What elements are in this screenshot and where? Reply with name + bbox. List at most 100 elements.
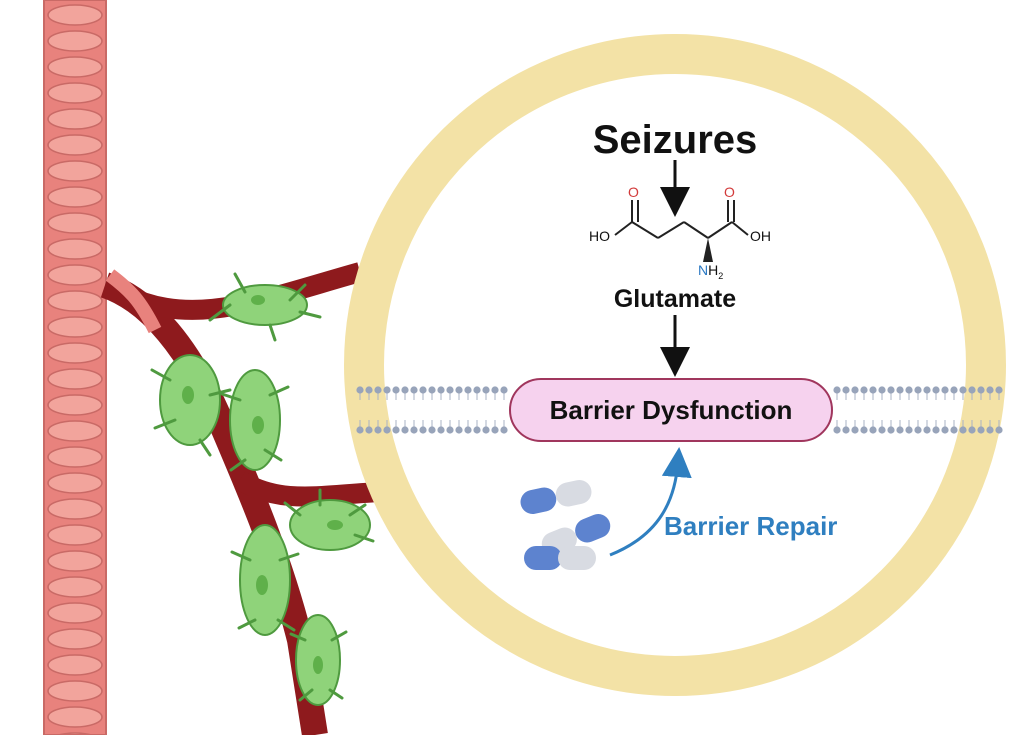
lipid-head — [491, 426, 499, 434]
vessel-cell — [47, 238, 103, 260]
barrier-dysfunction-box: Barrier Dysfunction — [509, 378, 833, 442]
lipid-head — [950, 386, 958, 394]
vessel-cell — [47, 368, 103, 390]
lipid-head — [968, 386, 976, 394]
lipid-head — [905, 426, 913, 434]
lipid-head — [500, 426, 508, 434]
lipid-head — [941, 426, 949, 434]
lipid-head — [365, 426, 373, 434]
lipid-head — [437, 386, 445, 394]
lipid-head — [419, 426, 427, 434]
lipid-head — [923, 386, 931, 394]
lipid-head — [455, 426, 463, 434]
lipid-head — [446, 386, 454, 394]
lipid-head — [932, 386, 940, 394]
lipid-head — [977, 426, 985, 434]
atom-oh: OH — [750, 228, 771, 244]
lipid-head — [401, 426, 409, 434]
atom-nh2: NH2 — [698, 262, 724, 281]
lipid-head — [887, 426, 895, 434]
lipid-head — [833, 386, 841, 394]
lipid-head — [455, 386, 463, 394]
lipid-head — [401, 386, 409, 394]
vessel-cell — [47, 264, 103, 286]
lipid-head — [374, 386, 382, 394]
lipid-head — [887, 386, 895, 394]
vessel-cell — [47, 628, 103, 650]
lipid-head — [482, 386, 490, 394]
lipid-head — [986, 426, 994, 434]
stereo-wedge — [703, 238, 713, 262]
vessel-cell — [47, 498, 103, 520]
vessel-cell — [47, 342, 103, 364]
lipid-head — [851, 426, 859, 434]
vessel-cell — [47, 108, 103, 130]
lipid-head — [923, 426, 931, 434]
vessel-cell — [47, 680, 103, 702]
lipid-head — [473, 426, 481, 434]
glutamate-structure — [614, 200, 749, 239]
lipid-head — [878, 386, 886, 394]
lipid-head — [428, 426, 436, 434]
lipid-head — [833, 426, 841, 434]
lipid-head — [392, 426, 400, 434]
vessel-cell — [47, 420, 103, 442]
lipid-head — [383, 386, 391, 394]
astrocyte-nuclei — [182, 295, 343, 674]
vessel-cell — [47, 654, 103, 676]
vessel-cell — [47, 30, 103, 52]
lipid-head — [500, 386, 508, 394]
vessel-cell — [47, 394, 103, 416]
lipid-head — [419, 386, 427, 394]
lipid-head — [446, 426, 454, 434]
membrane-bilayer — [356, 386, 1003, 434]
vessel-cell — [47, 446, 103, 468]
vessel-cell — [47, 4, 103, 26]
lipid-head — [995, 426, 1003, 434]
vessel-cell — [47, 212, 103, 234]
lipid-head — [986, 386, 994, 394]
lipid-head — [968, 426, 976, 434]
lipid-head — [860, 386, 868, 394]
vessel-cell — [47, 186, 103, 208]
arrow-barrier-repair — [609, 447, 692, 557]
lipid-head — [896, 386, 904, 394]
atom-o-right: O — [724, 184, 735, 200]
vessel-cell — [47, 524, 103, 546]
lipid-head — [410, 386, 418, 394]
lipid-head — [860, 426, 868, 434]
lipid-head — [491, 386, 499, 394]
lipid-head — [482, 426, 490, 434]
vessel-cell — [47, 316, 103, 338]
lipid-head — [842, 386, 850, 394]
lipid-head — [356, 426, 364, 434]
pill-icon — [520, 480, 592, 514]
lipid-head — [932, 426, 940, 434]
vessel-cell — [47, 56, 103, 78]
vessel-cell — [47, 290, 103, 312]
lipid-head — [959, 426, 967, 434]
vessel-cell — [47, 602, 103, 624]
astrocyte-processes — [150, 272, 375, 702]
vessel-cell — [47, 134, 103, 156]
lipid-head — [851, 386, 859, 394]
lipid-head — [905, 386, 913, 394]
lipid-head — [896, 426, 904, 434]
vessel-cell — [47, 160, 103, 182]
lipid-head — [878, 426, 886, 434]
lipid-head — [869, 426, 877, 434]
vessel-cell — [47, 472, 103, 494]
lipid-head — [365, 386, 373, 394]
vessel-cell — [47, 82, 103, 104]
blood-vessel — [43, 0, 107, 735]
vessel-cell — [47, 576, 103, 598]
vessel-cell — [47, 550, 103, 572]
lipid-head — [995, 386, 1003, 394]
lipid-head — [410, 426, 418, 434]
lipid-head — [437, 426, 445, 434]
lipid-head — [392, 386, 400, 394]
lipid-head — [383, 426, 391, 434]
atom-ho: HO — [589, 228, 610, 244]
vessel-wall-cells — [47, 4, 103, 735]
lipid-head — [977, 386, 985, 394]
